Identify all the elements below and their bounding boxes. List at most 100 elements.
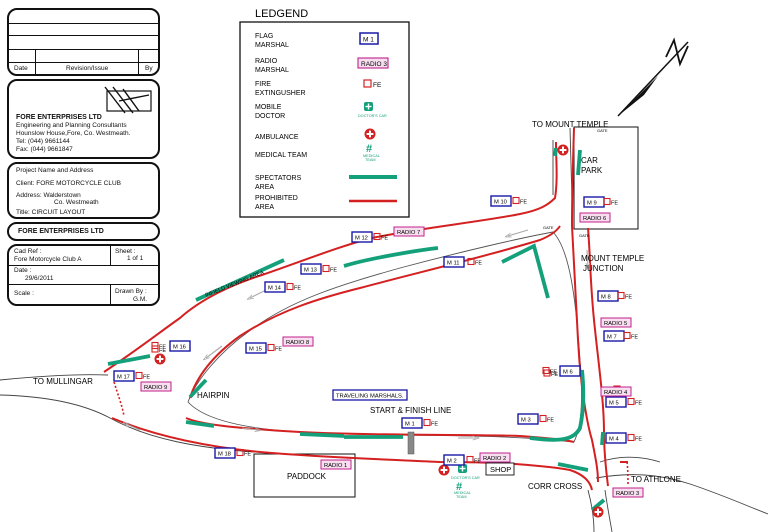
ambulance-icon xyxy=(557,144,569,156)
traveling-marshals-box xyxy=(332,389,408,401)
radio-marshal-marker xyxy=(393,226,425,237)
fire-extinguisher-label: FE xyxy=(275,347,282,353)
legend-fire-sample xyxy=(363,79,372,88)
flag-marshal-label: M 16 xyxy=(173,345,186,351)
fire-extinguisher-icon xyxy=(603,197,611,206)
radio-marshal-marker xyxy=(479,452,511,463)
flag-marshal-marker xyxy=(169,340,191,352)
label-to-athlone: TO ATHLONE xyxy=(631,475,681,484)
drawing-info-block: Cad Ref : Fore Motorcycle Club A Sheet :… xyxy=(7,244,160,306)
project-address: Address: Walderstown xyxy=(16,192,81,199)
date-value: 29/6/2011 xyxy=(25,275,54,282)
start-finish-grid xyxy=(407,431,415,455)
fire-extinguisher-label: FE xyxy=(294,286,301,292)
fire-extinguisher-label: FE xyxy=(635,437,642,443)
flag-marshal-marker xyxy=(517,413,539,425)
radio-marshal-label: RADIO 8 xyxy=(286,340,309,346)
scale-label: Scale : xyxy=(14,290,34,297)
legend-title: LEDGEND xyxy=(255,8,308,20)
label-start-finish: START & FINISH LINE xyxy=(370,406,451,415)
radio-marshal-marker xyxy=(320,459,352,470)
company-logo xyxy=(104,86,152,114)
fire-extinguisher-label: FE xyxy=(547,418,554,424)
north-arrow-icon xyxy=(617,37,689,117)
flag-marshal-label: M 6 xyxy=(563,370,573,376)
flag-marshal-label: M 8 xyxy=(601,295,611,301)
label-corr-cross: CORR CROSS xyxy=(528,482,582,491)
fire-extinguisher-icon xyxy=(322,264,330,273)
radio-marshal-label: RADIO 5 xyxy=(604,321,627,327)
fire-extinguisher-label: FE xyxy=(551,372,558,378)
fire-extinguisher-label: FE xyxy=(475,261,482,267)
fire-extinguisher-label: FE xyxy=(631,335,638,341)
fire-extinguisher-icon xyxy=(236,448,244,457)
legend-fire-sample-text: FE xyxy=(373,82,382,89)
drawn-label: Drawn By : xyxy=(115,288,147,295)
label-to-mount-temple: TO MOUNT TEMPLE xyxy=(532,120,608,129)
fire-extinguisher-label: FE xyxy=(625,295,632,301)
flag-marshal-label: M 4 xyxy=(609,437,619,443)
flag-marshal-label: M 11 xyxy=(447,261,459,267)
banner-block: FORE ENTERPRISES LTD xyxy=(7,222,160,241)
label-gate-junction: GATE xyxy=(579,233,590,238)
fire-extinguisher-icon xyxy=(617,291,625,300)
doctor-car-icon xyxy=(364,102,373,111)
flag-marshal-marker xyxy=(443,454,465,466)
flag-marshal-marker xyxy=(559,365,581,377)
flag-marshal-marker xyxy=(214,447,236,459)
fire-extinguisher-label: FE xyxy=(431,422,438,428)
fire-extinguisher-icon xyxy=(151,345,159,353)
ambulance-icon xyxy=(438,464,450,476)
fire-extinguisher-icon xyxy=(623,331,631,340)
flag-marshal-label: M 10 xyxy=(494,200,507,206)
flag-marshal-marker xyxy=(443,256,465,268)
fire-extinguisher-icon xyxy=(423,418,431,427)
fire-extinguisher-label: FE xyxy=(611,201,618,207)
company-subtitle: Engineering and Planning Consultants xyxy=(16,122,127,129)
legend-radio-sample-text: RADIO 3 xyxy=(361,61,387,68)
flag-marshal-marker xyxy=(401,417,423,429)
rev-by-header: By xyxy=(145,65,153,72)
revision-block: Date Revision/Issue By xyxy=(7,8,160,76)
spectator-areas xyxy=(107,147,606,512)
prohibited-crossings xyxy=(113,381,629,487)
radio-marshal-marker xyxy=(612,487,644,498)
project-address-2: Co. Westmeath xyxy=(54,199,99,206)
ambulance-icon xyxy=(364,128,376,140)
flag-marshal-marker xyxy=(605,432,627,444)
sheet-value: 1 of 1 xyxy=(127,255,144,262)
label-shop: SHOP xyxy=(490,465,511,474)
radio-marshal-marker xyxy=(579,212,611,223)
radio-marshal-label: RADIO 9 xyxy=(144,385,167,391)
fire-extinguisher-icon xyxy=(267,343,275,352)
legend-box xyxy=(239,21,410,218)
medical-team-icon: # xyxy=(456,481,462,493)
flag-marshal-marker xyxy=(490,195,512,207)
road-to-athlone xyxy=(595,456,768,515)
radio-marshal-label: RADIO 1 xyxy=(324,463,347,469)
fire-extinguisher-label: FE xyxy=(159,345,166,351)
ambulance-icon xyxy=(154,353,166,365)
flag-marshal-label: M 1 xyxy=(405,422,415,428)
car-park xyxy=(573,126,639,230)
sheet-label: Sheet : xyxy=(115,248,136,255)
company-fax: Fax: (044) 9661847 xyxy=(16,146,73,153)
radio-marshal-marker xyxy=(600,317,632,328)
date-label: Date : xyxy=(14,267,32,274)
flag-marshal-label: M 3 xyxy=(521,418,531,424)
label-paddock: PADDOCK xyxy=(287,472,327,481)
flag-marshal-label: M 18 xyxy=(218,452,231,458)
fire-extinguisher-icon xyxy=(467,257,475,266)
radio-marshal-label: RADIO 7 xyxy=(397,230,420,236)
drawn-value: G.M. xyxy=(133,296,148,303)
fire-extinguisher-icon xyxy=(539,414,547,423)
radio-marshal-marker xyxy=(140,381,172,392)
fire-extinguisher-label: FE xyxy=(474,459,481,465)
flag-marshal-label: M 5 xyxy=(609,401,619,407)
